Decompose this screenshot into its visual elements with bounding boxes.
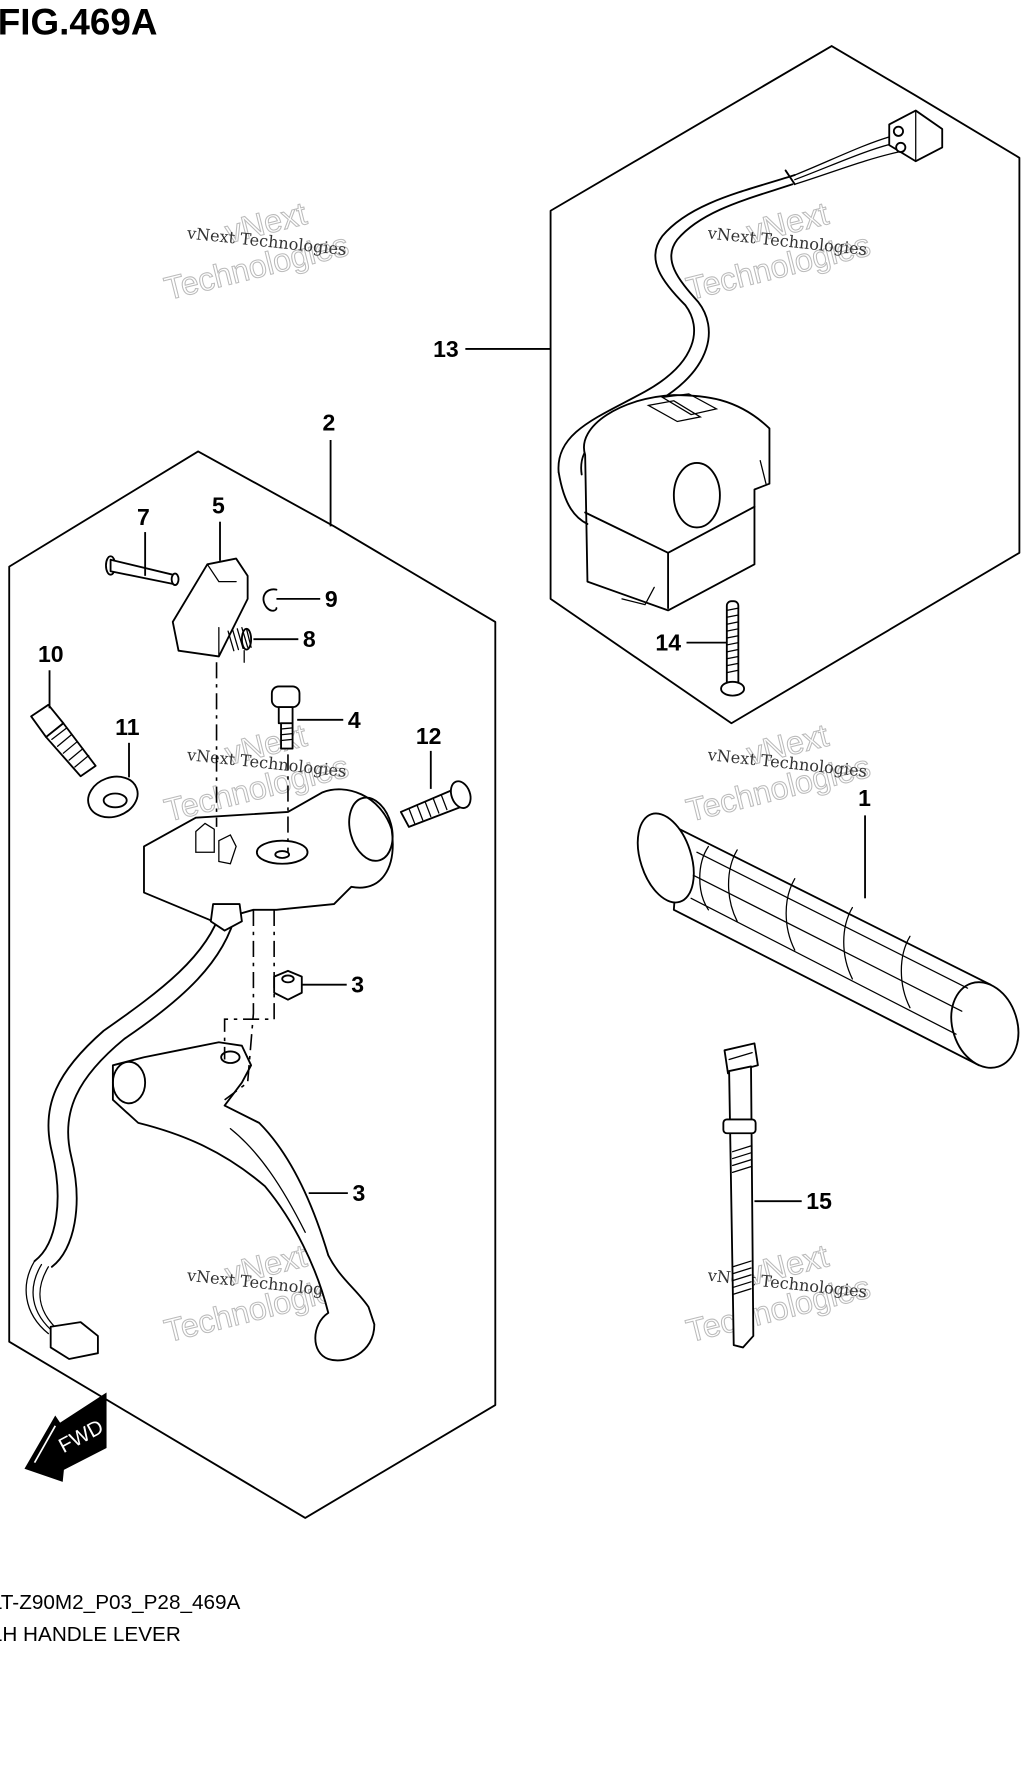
svg-text:3: 3 [351,972,364,998]
brake-switch-cable [25,903,243,1360]
callout-8[interactable]: 8 [253,626,316,652]
callout-5[interactable]: 3 [301,972,364,998]
svg-text:12: 12 [416,723,442,749]
part-3-lever[interactable] [111,1041,376,1362]
part-7-pin[interactable] [105,555,180,586]
part-15-cable-tie[interactable] [722,1042,759,1349]
model-code: LT-Z90M2_P03_P28_469A [0,1591,241,1614]
svg-text:7: 7 [137,504,150,530]
part-12-screw[interactable] [399,779,474,828]
figure-description: LH HANDLE LEVER [0,1623,181,1646]
svg-text:10: 10 [38,641,64,667]
callout-9[interactable]: 9 [276,586,338,612]
callout-1[interactable]: 1 [858,785,871,899]
part-11-lock-nut[interactable] [82,770,143,824]
callout-7[interactable]: 7 [137,504,150,576]
fwd-indicator: FWD [24,1392,107,1482]
part-1-grip[interactable] [627,806,1024,1076]
callout-4[interactable]: 4 [297,707,361,733]
callout-2[interactable]: 2 [323,410,336,527]
part-9-e-ring[interactable] [262,588,278,612]
svg-text:15: 15 [806,1188,832,1214]
svg-text:14: 14 [655,630,681,656]
assembly-boundary-13 [549,45,1021,725]
svg-text:3: 3 [352,1180,365,1206]
callout-14[interactable]: 14 [655,630,727,656]
callout-6[interactable]: 5 [212,493,225,561]
part-14-screw[interactable] [720,600,746,697]
svg-text:4: 4 [348,707,361,733]
part-4-bolt[interactable] [270,685,301,750]
svg-text:13: 13 [433,336,459,362]
alignment-lines [215,662,289,1101]
callout-11[interactable]: 11 [115,714,140,778]
part-10-adjuster[interactable] [30,703,97,778]
part-8-spring[interactable] [227,627,253,663]
assembly-boundary-2 [8,450,497,1519]
callout-3[interactable]: 1 3 3 [308,1180,366,1206]
svg-text:11: 11 [115,714,140,740]
svg-text:9: 9 [325,586,338,612]
part-5-nut[interactable] [273,969,303,1001]
callout-15[interactable]: 15 [754,1188,832,1214]
callout-12[interactable]: 12 [416,723,442,789]
callout-10[interactable]: 10 [38,641,64,709]
figure-title: FIG.469A [0,2,157,43]
svg-text:8: 8 [303,626,316,652]
svg-text:2: 2 [323,410,336,436]
callout-13[interactable]: 13 [433,336,551,362]
part-13-handle-switch[interactable] [557,109,944,612]
svg-text:1: 1 [858,785,871,811]
svg-text:5: 5 [212,493,225,519]
callouts: 2 5 7 9 8 10 11 4 [38,336,871,1214]
lever-bracket[interactable] [143,788,399,923]
arrow-left-down-icon [24,1392,107,1482]
